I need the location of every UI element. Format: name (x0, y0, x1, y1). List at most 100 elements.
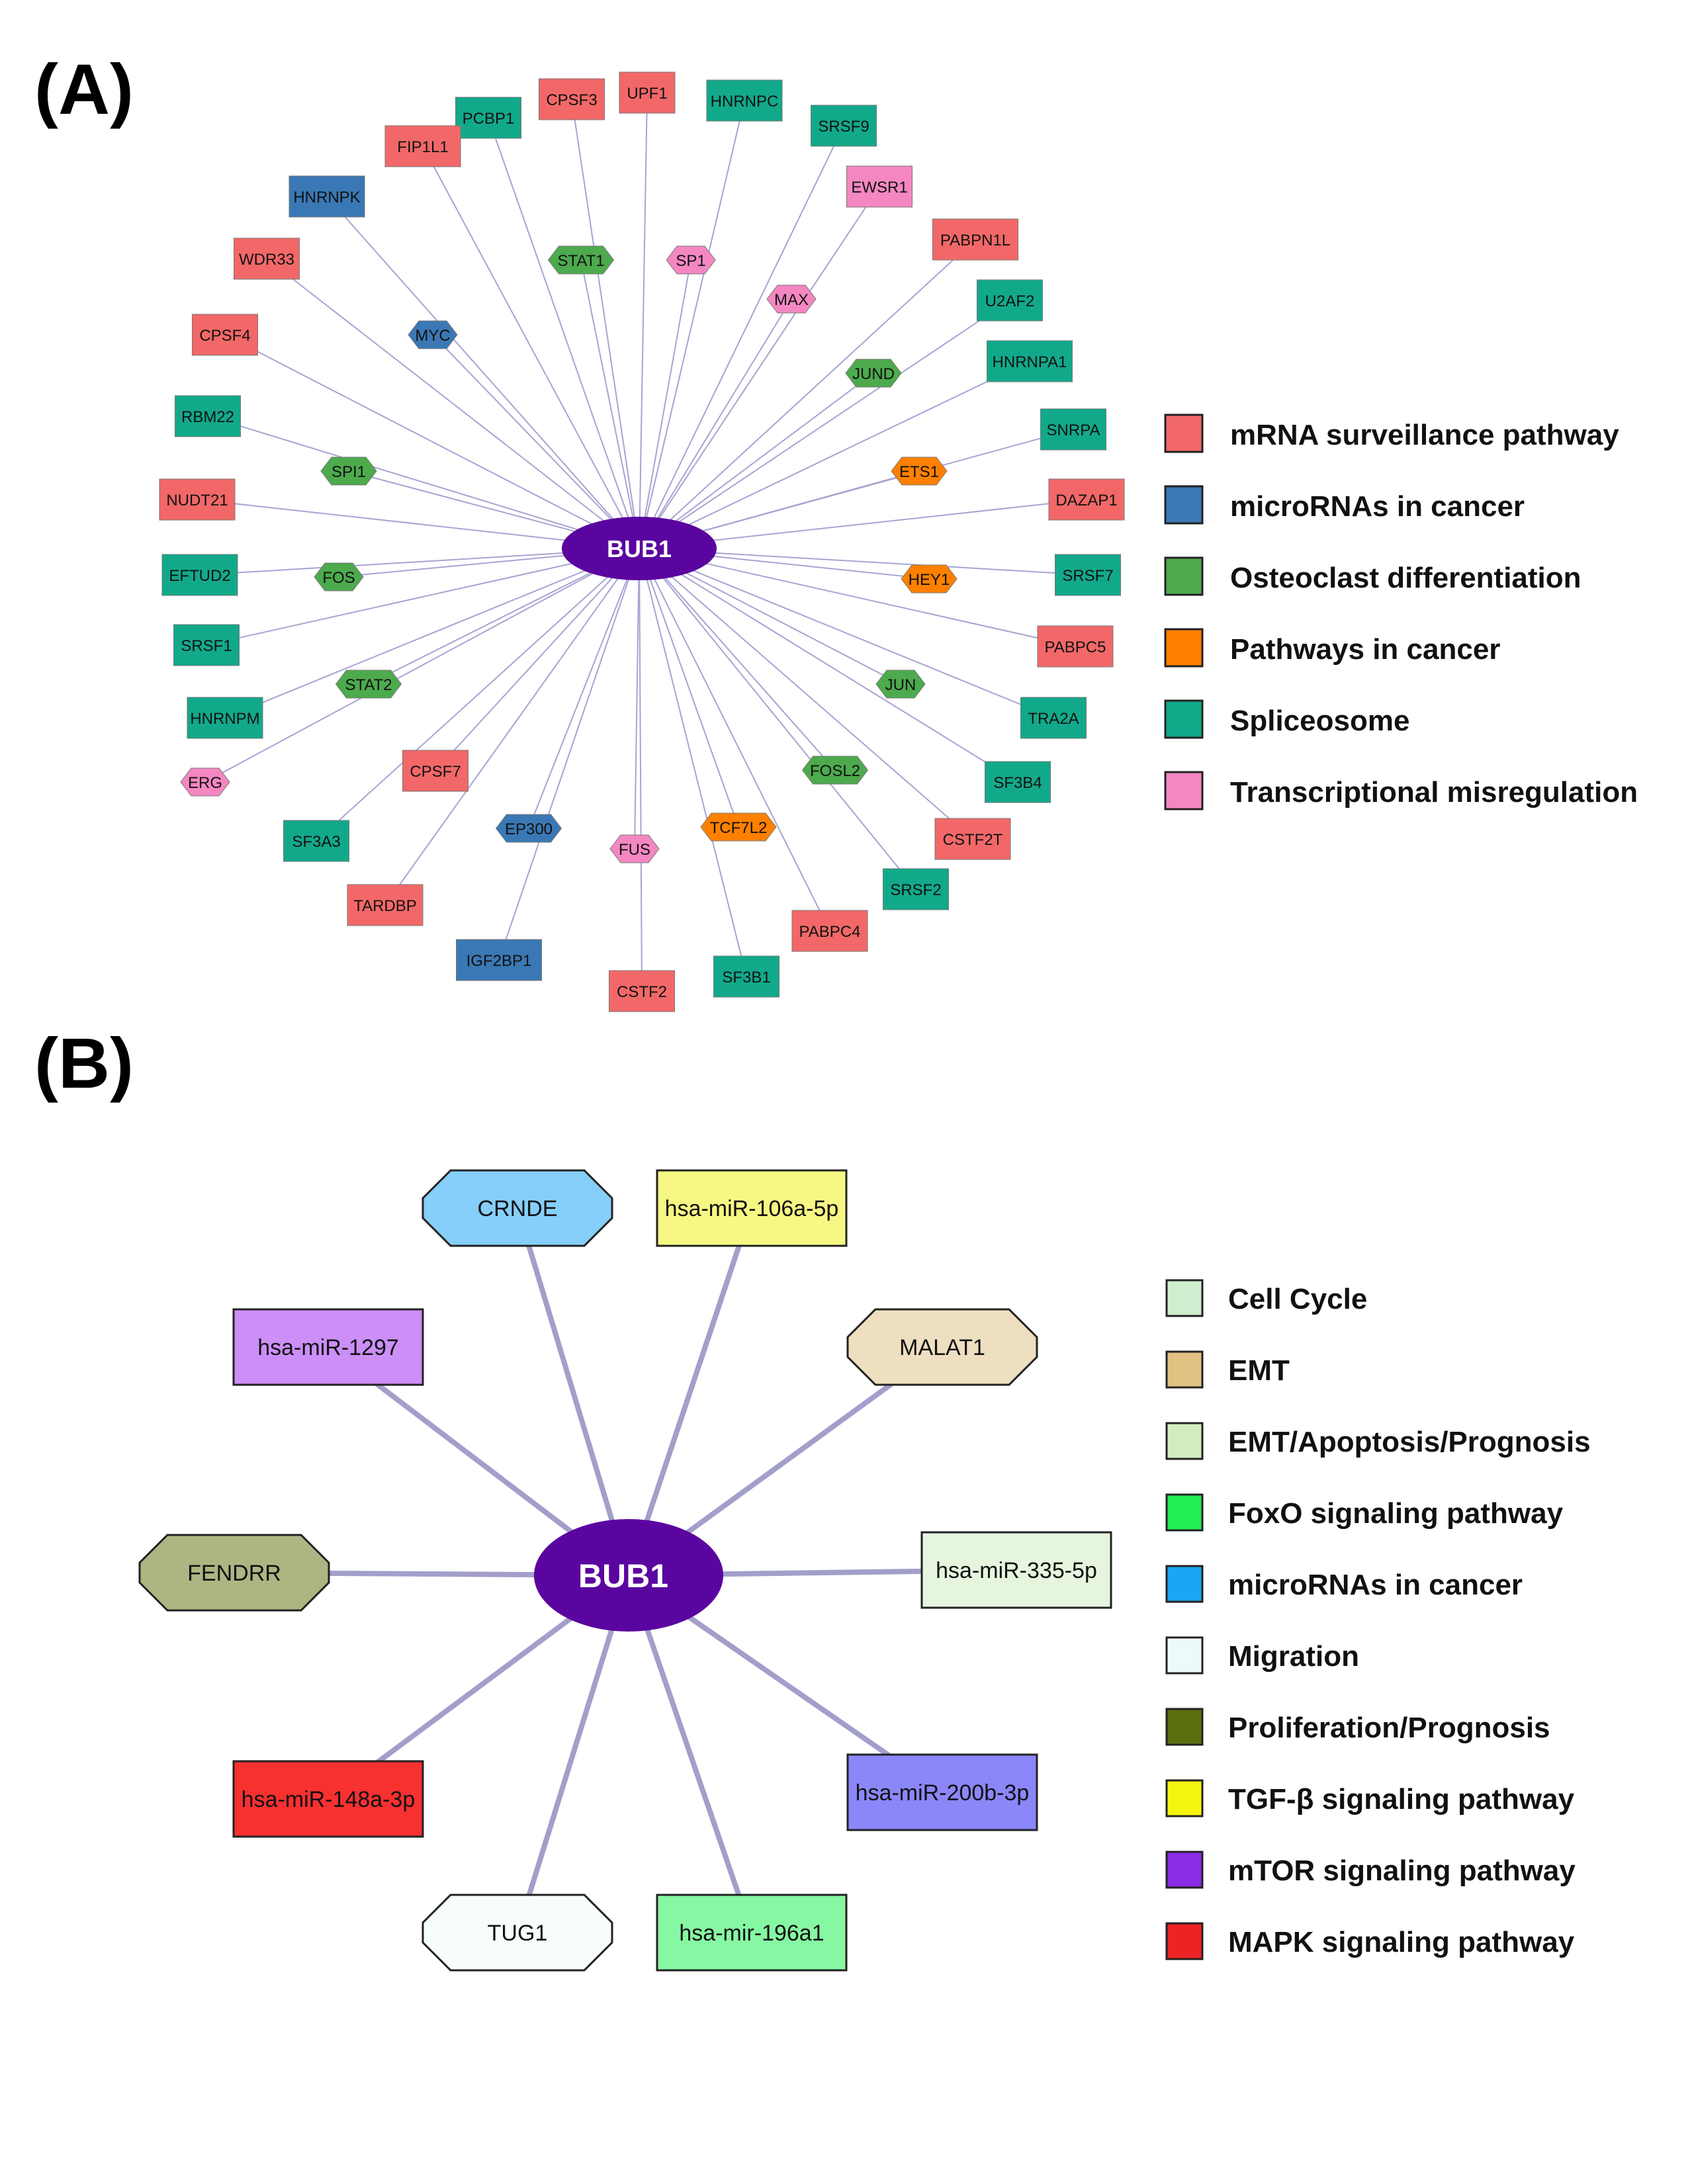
node-sf3b4-label: SF3B4 (993, 774, 1042, 792)
node-hnrnpc-label: HNRNPC (711, 93, 779, 110)
node-srsf9: SRSF9 (811, 105, 877, 147)
legend-a-swatch (1164, 414, 1204, 453)
node-pabpc5: PABPC5 (1037, 625, 1114, 668)
node-pabpc5-box (1037, 625, 1114, 668)
node-pabpc4-label: PABPC4 (799, 923, 861, 941)
legend-b-item-emt: EMT (1165, 1350, 1290, 1389)
legend-b-label: TGF-β signaling pathway (1228, 1783, 1575, 1815)
node-fip1l1: FIP1L1 (384, 125, 461, 167)
node-stat2: STAT2 (335, 670, 402, 699)
node-b-crnde: CRNDE (422, 1169, 613, 1247)
node-sp1-label: SP1 (676, 252, 705, 270)
node-sf3b4-box (985, 761, 1051, 803)
node-igf2bp1-box (456, 939, 542, 981)
node-b-hsa-mir-1297: hsa-miR-1297 (232, 1308, 424, 1386)
edge-bub1-tra2a (639, 548, 1054, 719)
node-upf1-box (619, 71, 676, 114)
node-tcf7l2-hexagon (700, 812, 777, 842)
panel-b-hub-label: BUB1 (578, 1557, 668, 1594)
node-ewsr1-label: EWSR1 (851, 179, 907, 197)
legend-a-label: Transcriptional misregulation (1230, 776, 1638, 808)
node-sf3b4: SF3B4 (985, 761, 1051, 803)
node-u2af2-box (977, 279, 1043, 322)
legend-b-label: EMT/Apoptosis/Prognosis (1228, 1426, 1591, 1458)
legend-a-swatch (1164, 485, 1204, 525)
node-b-hsa-mir-106a-5p-label: hsa-miR-106a-5p (665, 1196, 839, 1221)
node-tardbp-box (347, 884, 423, 926)
node-igf2bp1: IGF2BP1 (456, 939, 542, 981)
legend-b-label: Cell Cycle (1228, 1283, 1367, 1315)
node-spi1: SPI1 (320, 457, 377, 486)
node-b-crnde-octagon (422, 1169, 613, 1247)
legend-a-swatch (1164, 699, 1204, 739)
edge-bub1-srsf9 (639, 125, 844, 549)
node-nudt21-label: NUDT21 (166, 492, 228, 509)
legend-b-item-foxo-signaling-pathway: FoxO signaling pathway (1165, 1493, 1564, 1532)
node-hey1-hexagon (901, 564, 957, 593)
node-b-hsa-mir-196a1: hsa-mir-196a1 (656, 1894, 848, 1972)
node-srsf9-label: SRSF9 (818, 118, 869, 136)
edge-bub1-fus (634, 548, 640, 850)
node-b-hsa-mir-148a-3p-box (232, 1760, 424, 1838)
edge-bub1-ep300 (528, 548, 640, 829)
node-sf3b1-label: SF3B1 (722, 969, 770, 986)
node-hnrnpc-box (706, 79, 783, 122)
node-sf3a3-label: SF3A3 (292, 833, 340, 851)
node-eftud2-box (161, 554, 238, 596)
edge-bub1-sf3b1 (639, 548, 747, 977)
node-b-hsa-mir-200b-3p-box (846, 1753, 1038, 1831)
node-b-tug1-octagon (422, 1894, 613, 1972)
node-b-hsa-mir-200b-3p-label: hsa-miR-200b-3p (856, 1780, 1030, 1806)
node-hnrnpm: HNRNPM (187, 697, 263, 739)
edge-b-bub1-crnde (515, 1207, 631, 1577)
node-b-tug1-label: TUG1 (488, 1921, 548, 1946)
legend-a-swatch (1164, 628, 1204, 668)
edge-b-bub1-hsa-mir-106a-5p (626, 1207, 754, 1577)
panel-a-label: (A) (34, 49, 134, 129)
node-b-hsa-mir-148a-3p: hsa-miR-148a-3p (232, 1760, 424, 1838)
node-max-label: MAX (774, 291, 809, 309)
legend-b-item-emt-apoptosis-prognosis: EMT/Apoptosis/Prognosis (1165, 1422, 1591, 1460)
node-b-fendrr: FENDRR (138, 1534, 330, 1612)
node-hnrnpm-label: HNRNPM (190, 710, 259, 728)
legend-a-label: Osteoclast differentiation (1230, 562, 1581, 594)
node-ets1: ETS1 (891, 457, 948, 486)
node-srsf1-label: SRSF1 (181, 637, 232, 655)
node-cstf2t: CSTF2T (934, 818, 1011, 860)
legend-b-label: microRNAs in cancer (1228, 1569, 1523, 1601)
node-hnrnpa1: HNRNPA1 (987, 340, 1073, 382)
node-jun-hexagon (875, 670, 926, 699)
node-fip1l1-box (384, 125, 461, 167)
node-fos-hexagon (314, 562, 364, 591)
node-b-hsa-mir-335-5p: hsa-miR-335-5p (920, 1531, 1112, 1609)
node-dazap1: DAZAP1 (1048, 478, 1125, 521)
legend-b-item-migration: Migration (1165, 1636, 1359, 1675)
legend-b-item-mtor-signaling-pathway: mTOR signaling pathway (1165, 1851, 1576, 1889)
node-cpsf4-box (192, 314, 258, 356)
node-tra2a-label: TRA2A (1028, 710, 1079, 728)
legend-a-swatch (1164, 771, 1204, 810)
edge-bub1-cstf2t (639, 548, 973, 840)
node-cstf2-label: CSTF2 (617, 983, 667, 1001)
node-cpsf3-label: CPSF3 (546, 91, 597, 109)
legend-b-swatch (1165, 1422, 1204, 1460)
edge-bub1-tardbp (384, 548, 640, 906)
node-tcf7l2-label: TCF7L2 (710, 819, 768, 837)
node-rbm22-label: RBM22 (181, 408, 234, 426)
legend-b-item-mapk-signaling-pathway: MAPK signaling pathway (1165, 1922, 1575, 1960)
node-myc-label: MYC (415, 327, 450, 345)
node-igf2bp1-label: IGF2BP1 (467, 952, 532, 970)
node-ep300: EP300 (495, 814, 562, 843)
node-stat1-hexagon (547, 245, 615, 275)
node-b-hsa-mir-335-5p-label: hsa-miR-335-5p (936, 1558, 1097, 1583)
node-stat1-label: STAT1 (557, 252, 604, 270)
node-ewsr1: EWSR1 (846, 165, 913, 208)
edge-bub1-cpsf3 (571, 99, 640, 549)
node-upf1-label: UPF1 (627, 85, 667, 103)
edge-bub1-hnrnpc (639, 100, 745, 549)
node-jun-label: JUN (885, 676, 916, 694)
